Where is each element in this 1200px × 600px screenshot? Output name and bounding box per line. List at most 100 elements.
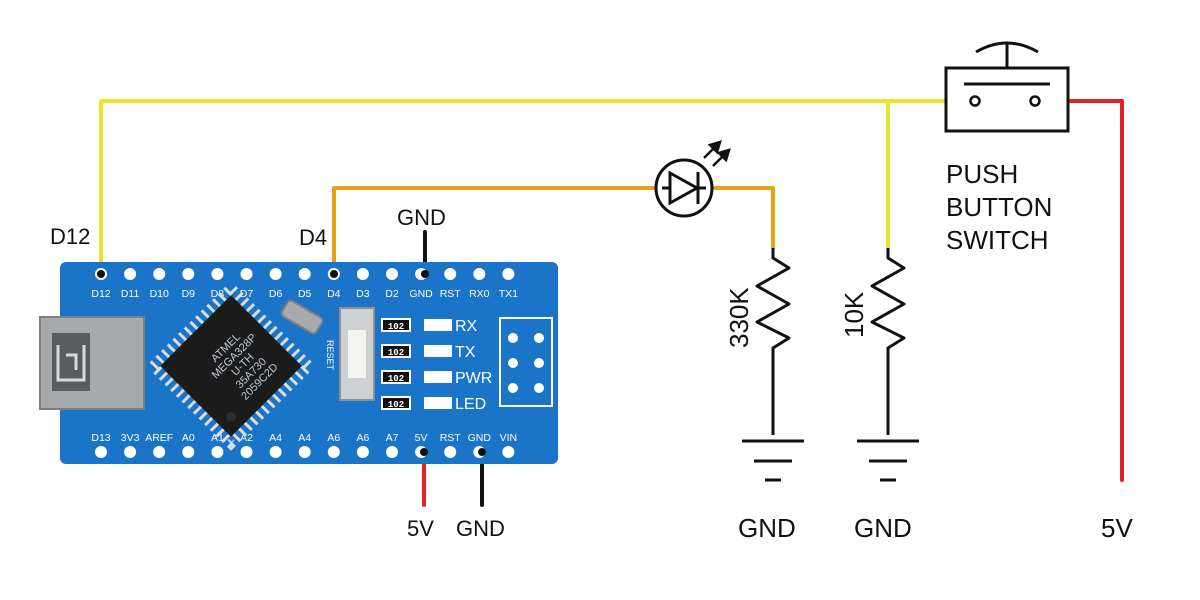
label-gnd-2: GND — [854, 513, 912, 543]
label-resistor-330k: 330K — [724, 287, 754, 348]
label-gnd-1: GND — [738, 513, 796, 543]
pin-dot-gnd — [421, 270, 429, 278]
crystal-oscillator — [280, 299, 324, 335]
top-pin-hole — [386, 268, 398, 280]
top-pin-label: D12 — [91, 288, 110, 300]
icsp-hole — [534, 358, 544, 368]
smd-resistor-body — [383, 398, 409, 408]
red-wire-switch — [1060, 99, 1124, 482]
icsp-holes — [508, 333, 544, 393]
bottom-pin-label: A4 — [298, 432, 311, 444]
top-pin-hole — [269, 268, 282, 280]
top-pin-label: RST — [440, 288, 462, 300]
status-led — [424, 397, 452, 409]
smd-resistor-body — [383, 372, 409, 382]
bottom-pin-label: A7 — [386, 432, 399, 444]
bottom-pin-hole — [182, 446, 195, 458]
bottom-pin-hole — [240, 446, 253, 458]
ground-symbol-1 — [742, 439, 804, 482]
top-pin-hole — [182, 268, 195, 280]
bottom-pin-hole — [153, 446, 166, 458]
status-led-label: TX — [455, 344, 476, 361]
bottom-pin-label: RST — [440, 432, 462, 444]
resistor-330k — [755, 248, 791, 435]
bottom-pin-label: AREF — [145, 432, 173, 444]
smd-resistor-body — [383, 346, 409, 356]
bottom-pin-label: 5V — [415, 432, 428, 444]
bottom-pin-hole — [124, 446, 137, 458]
led-light-arrows — [703, 140, 731, 167]
label-5v-board: 5V — [407, 516, 434, 541]
top-pin-label: TX1 — [499, 288, 518, 300]
top-pin-label: D5 — [298, 288, 312, 300]
icsp-hole — [534, 333, 544, 343]
switch-label-line-2: BUTTON — [946, 192, 1052, 222]
bottom-pin-label: A1 — [211, 432, 224, 444]
smd-resistor-body — [383, 320, 409, 330]
smd-resistor-label: 102 — [388, 374, 404, 384]
top-pin-hole — [502, 268, 515, 280]
status-led — [424, 319, 452, 331]
pin-dot-5v — [420, 448, 428, 456]
ground-symbol-2 — [857, 439, 919, 482]
bottom-pin-holes — [95, 446, 515, 458]
usb-port-icon — [56, 345, 86, 382]
icsp-hole — [508, 333, 518, 343]
label-resistor-10k: 10K — [839, 291, 869, 338]
push-button-switch — [944, 41, 1070, 133]
wire-endpoints — [97, 270, 486, 456]
status-led-label: LED — [455, 396, 486, 413]
icsp-hole — [534, 383, 544, 393]
top-pin-hole — [298, 268, 311, 280]
label-d4: D4 — [299, 225, 327, 250]
smd-resistor-label: 102 — [388, 348, 404, 358]
top-pin-label: D4 — [327, 288, 341, 300]
label-d12: D12 — [50, 224, 90, 249]
top-pin-label: D10 — [150, 288, 169, 300]
bottom-pin-hole — [356, 446, 369, 458]
switch-label-line-3: SWITCH — [946, 225, 1049, 255]
top-pin-label: D3 — [356, 288, 370, 300]
bottom-pin-hole — [211, 446, 224, 458]
label-gnd-board: GND — [456, 516, 505, 541]
status-led — [424, 345, 452, 357]
bottom-pin-label: A0 — [182, 432, 195, 444]
top-pin-hole — [473, 268, 486, 280]
bottom-pin-hole — [327, 446, 340, 458]
bottom-pin-hole — [502, 446, 515, 458]
bottom-pin-label: A6 — [327, 432, 340, 444]
bottom-pin-label: A6 — [356, 432, 369, 444]
bottom-pin-hole — [444, 446, 457, 458]
top-pin-label: D9 — [182, 288, 196, 300]
status-led-label: RX — [455, 318, 478, 335]
pin-dot-d12 — [97, 270, 105, 278]
yellow-wire-d12 — [99, 99, 977, 276]
orange-wire-led — [710, 186, 775, 250]
smd-resistor-label: 102 — [388, 400, 404, 410]
bottom-pin-label: GND — [468, 432, 492, 444]
status-led — [424, 371, 452, 383]
top-pin-hole — [124, 268, 137, 280]
icsp-header — [499, 317, 553, 407]
top-pin-hole — [153, 268, 166, 280]
resistor-10k — [870, 248, 906, 435]
wires — [99, 99, 1124, 507]
label-gnd-top: GND — [397, 205, 446, 230]
top-pin-label: D6 — [269, 288, 283, 300]
reset-label: RESET — [325, 340, 335, 371]
bottom-pin-label: A4 — [269, 432, 282, 444]
top-pin-label: D11 — [121, 288, 140, 300]
icsp-hole — [508, 383, 518, 393]
bottom-pin-label: D13 — [91, 432, 110, 444]
bottom-pin-hole — [298, 446, 311, 458]
top-pin-label: RX0 — [469, 288, 490, 300]
label-5v-switch: 5V — [1101, 513, 1133, 543]
bottom-pin-hole — [386, 446, 398, 458]
top-pin-label: D2 — [385, 288, 399, 300]
chip-markings: ATMEL MEGA328P U-TH 35A730 2059C2D — [209, 331, 281, 403]
bottom-pin-label: 3V3 — [121, 432, 140, 444]
bottom-pin-label: A2 — [240, 432, 253, 444]
